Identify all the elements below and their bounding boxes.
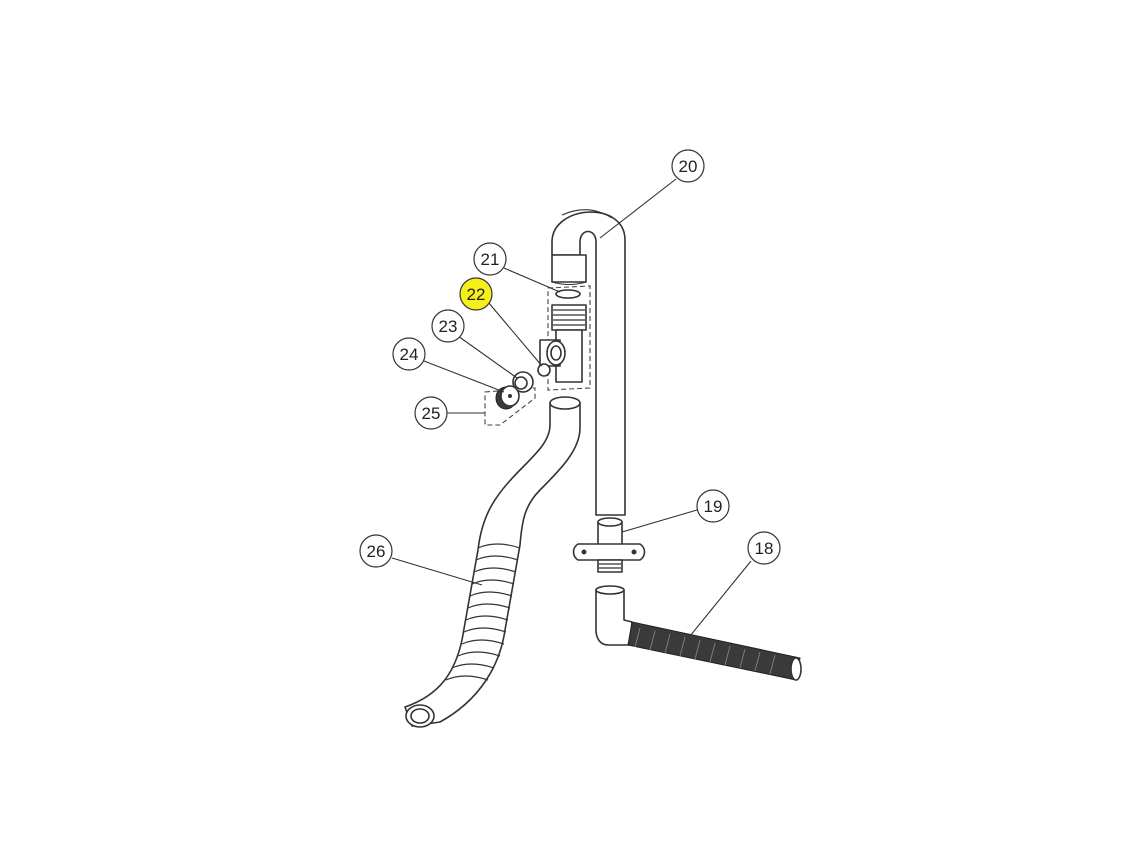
callout-19: 19 (696, 489, 730, 523)
leader-26 (391, 557, 483, 586)
callout-21-label: 21 (481, 250, 500, 269)
callout-18-label: 18 (755, 539, 774, 558)
callout-23: 23 (431, 309, 465, 343)
callout-18: 18 (747, 531, 781, 565)
leader-23 (457, 335, 518, 379)
callout-26-label: 26 (367, 542, 386, 561)
callout-25-label: 25 (422, 404, 441, 423)
flange-fitting-part (572, 517, 646, 573)
check-valve-assembly (537, 285, 591, 391)
standpipe-part (551, 209, 626, 516)
callout-23-label: 23 (439, 317, 458, 336)
drain-hose-part (404, 396, 581, 728)
callout-26: 26 (359, 534, 393, 568)
leader-21 (503, 267, 561, 293)
leader-lines (391, 178, 752, 637)
leader-18 (689, 560, 752, 637)
callout-20-label: 20 (679, 157, 698, 176)
leader-19 (621, 509, 698, 533)
inlet-hose-part (595, 585, 802, 681)
callout-24-label: 24 (400, 345, 419, 364)
callout-19-label: 19 (704, 497, 723, 516)
callout-24: 24 (392, 337, 426, 371)
callout-22-label: 22 (467, 285, 486, 304)
cap-assembly (484, 371, 536, 426)
leader-20 (599, 178, 677, 239)
callout-25: 25 (414, 396, 448, 430)
callout-22: 22 (459, 277, 493, 311)
leader-22 (487, 301, 543, 367)
callout-20: 20 (671, 149, 705, 183)
leader-24 (423, 360, 505, 393)
callout-21: 21 (473, 242, 507, 276)
